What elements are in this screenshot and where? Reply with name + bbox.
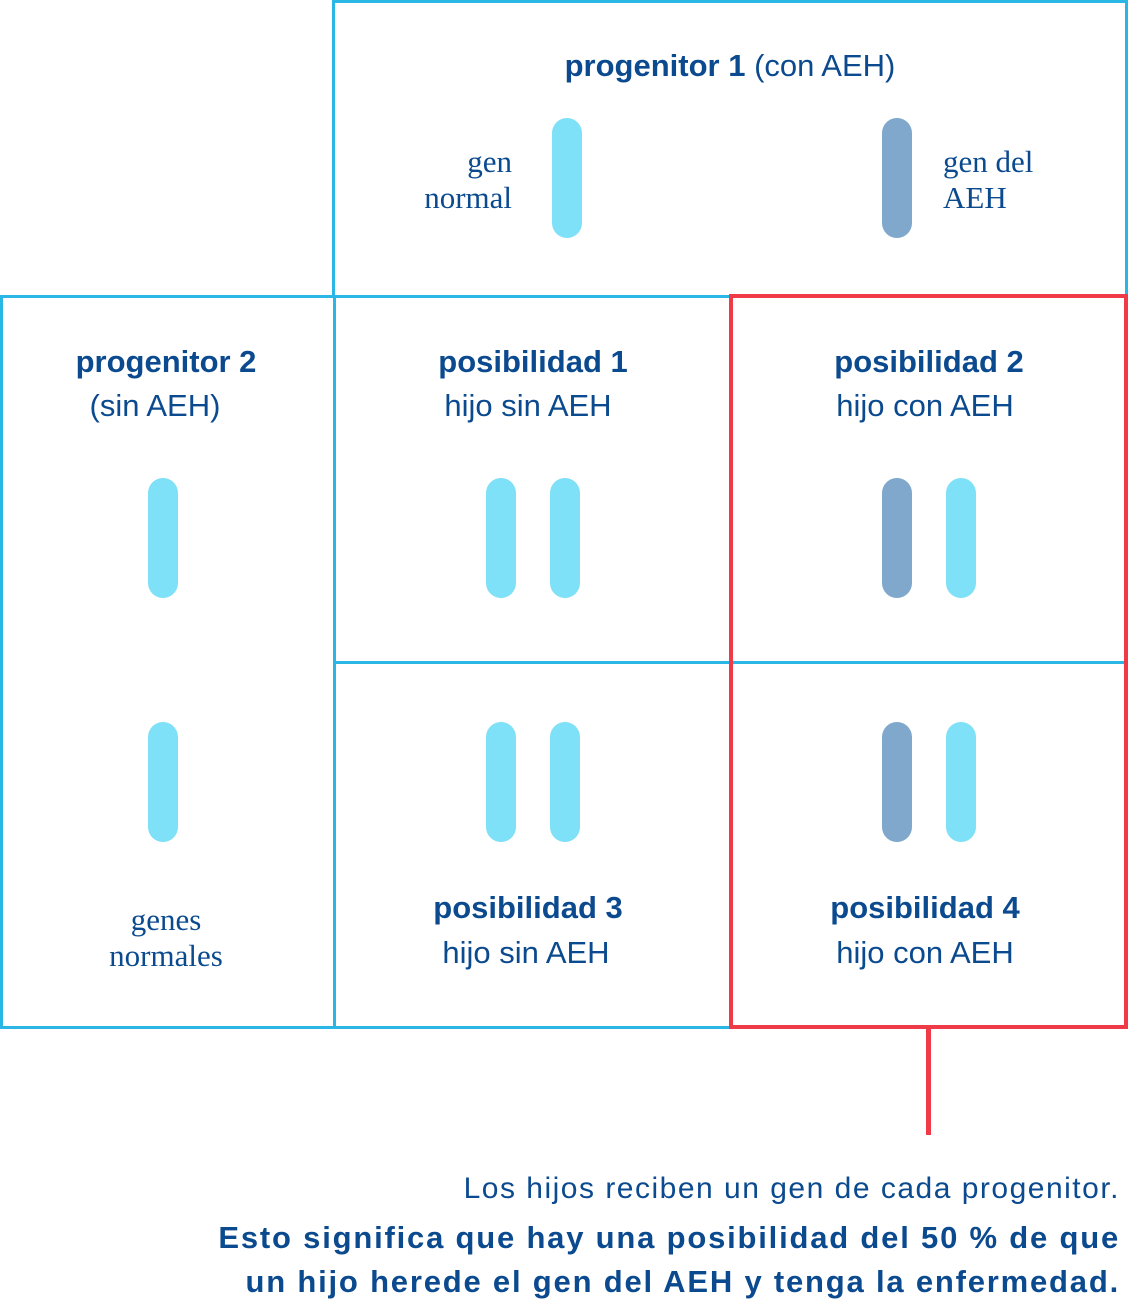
footer-line-1: Los hijos reciben un gen de cada progeni…: [463, 1172, 1120, 1205]
cell1-subtitle: hijo sin AEH: [444, 388, 612, 423]
gene-right-label-line1: gen del: [943, 144, 1034, 179]
cell2-subtitle: hijo con AEH: [836, 388, 1014, 423]
cell2-gene-right: [946, 478, 976, 598]
cell2-gene-left: [882, 478, 912, 598]
cell4-subtitle: hijo con AEH: [836, 935, 1014, 970]
cell1-gene-left: [486, 478, 516, 598]
parent2-gene-top: [148, 478, 178, 598]
gene-right-label-line2: AEH: [943, 180, 1007, 215]
cell3-title: posibilidad 3: [433, 890, 623, 925]
parent1-gene-left-label: gen normal: [380, 144, 512, 216]
cell1-gene-right: [550, 478, 580, 598]
cell4-gene-right: [946, 722, 976, 842]
highlight-connector: [926, 1027, 931, 1135]
footer-line-3: un hijo herede el gen del AEH y tenga la…: [245, 1264, 1120, 1299]
parent1-normal-gene: [552, 118, 582, 238]
cell4-gene-left: [882, 722, 912, 842]
parent1-subtitle: (con AEH): [754, 48, 896, 83]
parent1-title: progenitor 1: [564, 48, 746, 83]
genes-label-line2: normales: [109, 938, 223, 973]
gene-left-label-line2: normal: [424, 180, 512, 215]
footer-line-2: Esto significa que hay una posibilidad d…: [218, 1220, 1120, 1255]
parent1-gene-right-label: gen del AEH: [943, 144, 1033, 216]
cell3-gene-left: [486, 722, 516, 842]
cell1-title: posibilidad 1: [438, 344, 628, 379]
genes-label-line1: genes: [130, 902, 202, 937]
cell3-gene-right: [550, 722, 580, 842]
parent2-gene-bottom: [148, 722, 178, 842]
gene-left-label-line1: gen: [467, 144, 512, 179]
cell2-title: posibilidad 2: [834, 344, 1024, 379]
cell-posibilidad-3: [333, 661, 733, 1029]
parent1-aeh-gene: [882, 118, 912, 238]
parent1-heading: progenitor 1 (con AEH): [332, 48, 1128, 84]
parent2-genes-label: genes normales: [0, 902, 332, 974]
cell3-subtitle: hijo sin AEH: [442, 935, 610, 970]
parent2-subtitle: (sin AEH): [89, 388, 221, 423]
parent2-title: progenitor 2: [75, 344, 257, 379]
cell4-title: posibilidad 4: [830, 890, 1020, 925]
